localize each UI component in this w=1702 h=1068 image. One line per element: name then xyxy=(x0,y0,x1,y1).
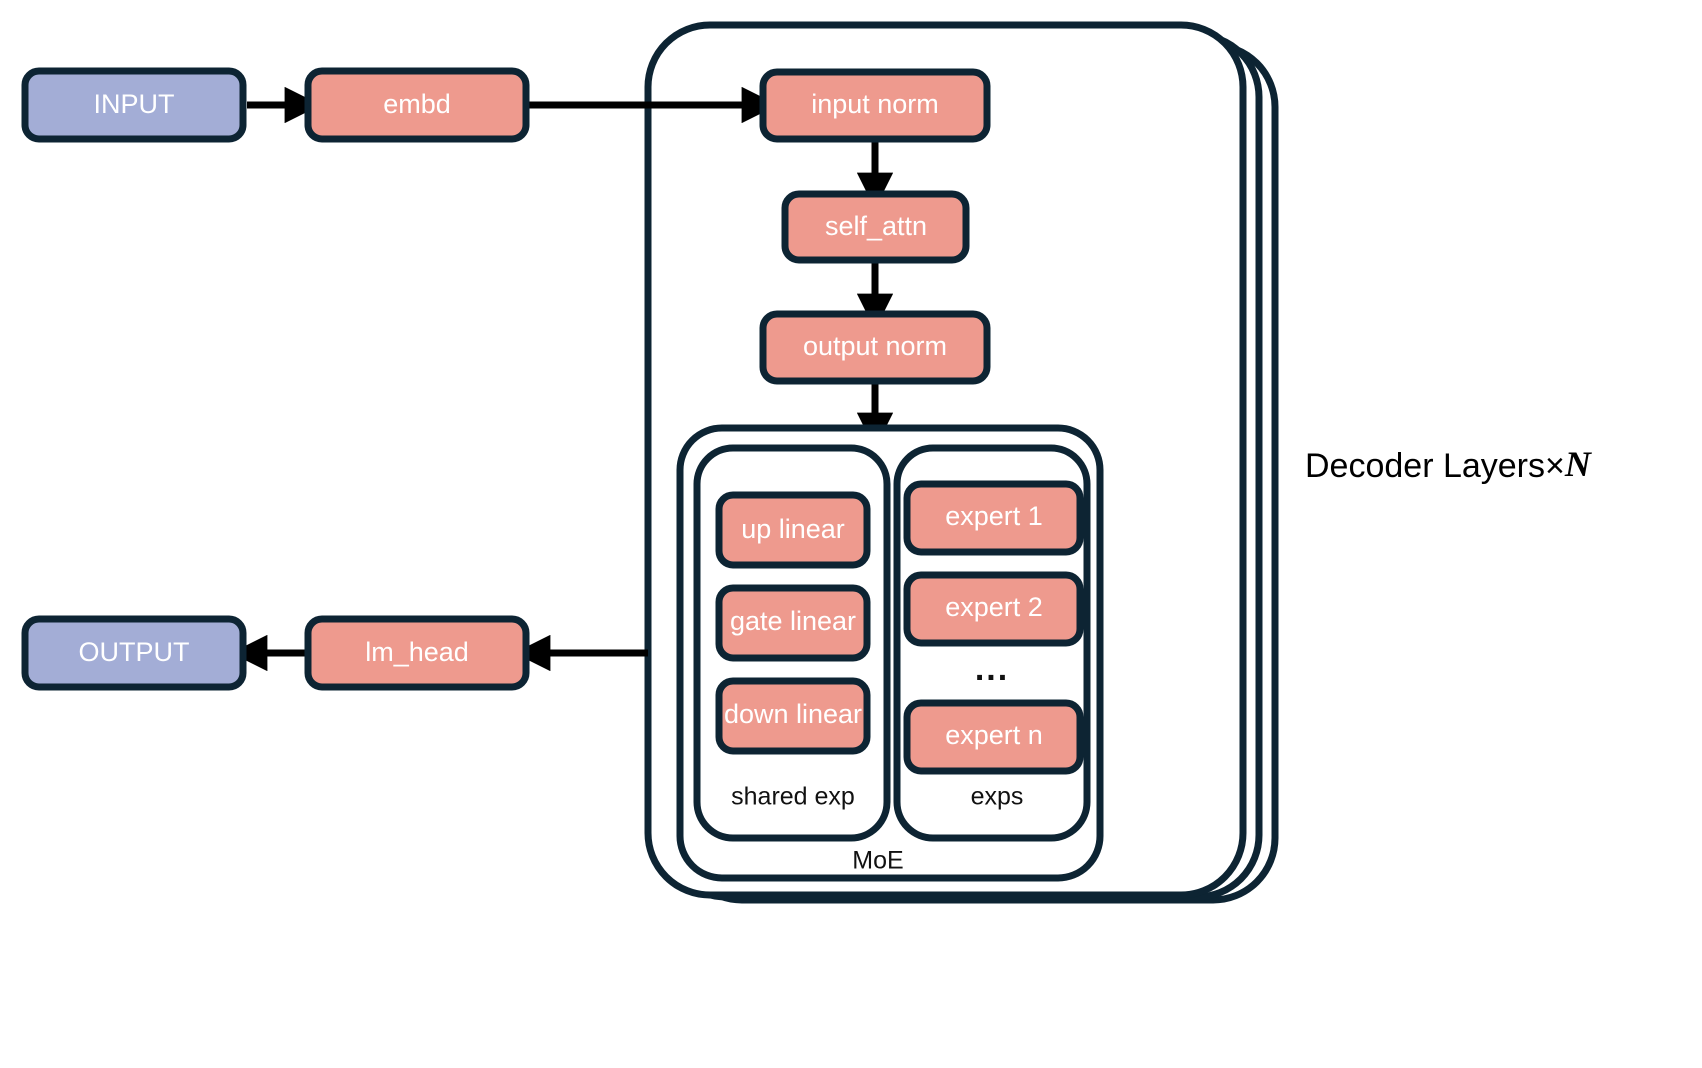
node-self-attn-box[interactable] xyxy=(781,190,970,264)
node-gate-linear-label: gate linear xyxy=(730,606,856,636)
node-expert-1-label: expert 1 xyxy=(945,501,1043,531)
node-input-label: INPUT xyxy=(94,89,175,119)
node-output-norm-box[interactable] xyxy=(759,310,991,385)
node-embd-box[interactable] xyxy=(304,67,530,143)
node-expert-2-label: expert 2 xyxy=(945,592,1043,622)
decoder-layers-multiplier-value: N xyxy=(1564,444,1593,484)
node-lm-head-label: lm_head xyxy=(365,637,469,667)
moe-group-label: MoE xyxy=(852,847,903,875)
node-input-norm-label: input norm xyxy=(811,89,939,119)
node-embd-label: embd xyxy=(383,89,451,119)
shared-exp-group: up linear gate linear down linear shared… xyxy=(693,444,891,842)
node-expert-1-box[interactable] xyxy=(903,480,1084,556)
node-input-box[interactable] xyxy=(21,67,247,143)
node-expert-n-label: expert n xyxy=(945,720,1043,750)
node-lm-head-box[interactable] xyxy=(304,615,530,691)
node-down-linear-label: down linear xyxy=(724,699,862,729)
decoder-layers-annotation: Decoder Layers×N xyxy=(1305,444,1593,485)
node-output-box[interactable] xyxy=(21,615,247,691)
node-up-linear-label: up linear xyxy=(741,514,845,544)
decoder-layers-multiplier-symbol: × xyxy=(1545,447,1565,485)
shared-exp-label: shared exp xyxy=(731,783,855,811)
node-down-linear-box[interactable] xyxy=(715,677,871,755)
exps-label: exps xyxy=(971,783,1024,811)
decoder-layers-text: Decoder Layers xyxy=(1305,447,1545,485)
main-nodes-layer: INPUT embd input norm self_attn output n… xyxy=(21,67,991,691)
node-self-attn-label: self_attn xyxy=(825,211,927,241)
node-expert-ellipsis: ... xyxy=(975,650,1009,688)
node-up-linear-box[interactable] xyxy=(715,491,871,569)
node-input-norm-box[interactable] xyxy=(759,68,991,143)
edges-layer xyxy=(231,86,894,672)
exps-group: expert 1 expert 2 ... expert n exps xyxy=(893,444,1091,842)
node-output-label: OUTPUT xyxy=(79,637,190,667)
node-expert-n-box[interactable] xyxy=(903,699,1084,775)
node-gate-linear-box[interactable] xyxy=(715,584,871,662)
node-expert-2-box[interactable] xyxy=(903,571,1084,647)
decoder-layers-label: Decoder Layers×N xyxy=(1305,444,1593,485)
node-output-norm-label: output norm xyxy=(803,331,947,361)
